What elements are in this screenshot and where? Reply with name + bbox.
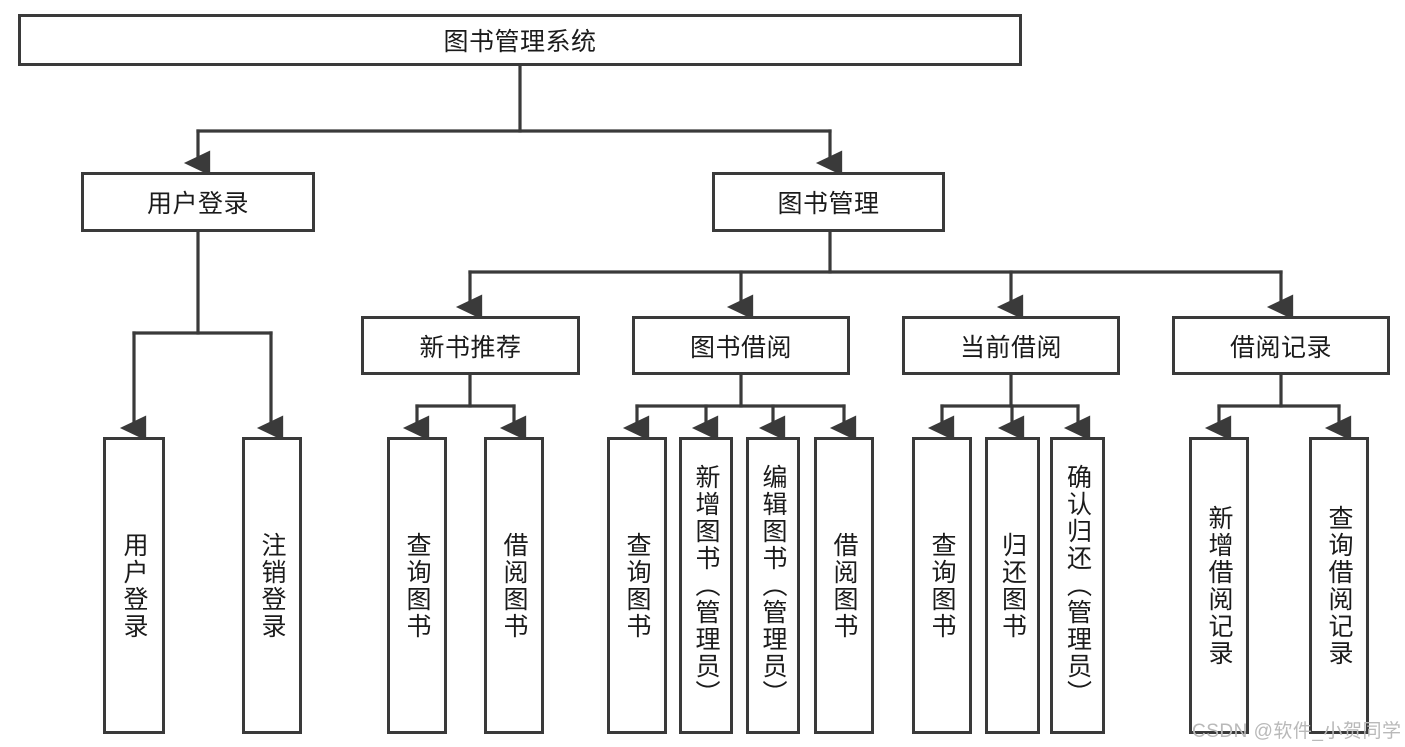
node-leaf-query-borrow-record-label: 查询借阅记录 [1325, 504, 1353, 667]
node-leaf-borrow-book-recommend-label: 借阅图书 [500, 531, 528, 640]
node-book-borrow[interactable]: 图书借阅 [632, 316, 850, 375]
node-borrow-record-label: 借阅记录 [1229, 333, 1332, 362]
node-new-book-recommend[interactable]: 新书推荐 [361, 316, 580, 375]
node-borrow-record[interactable]: 借阅记录 [1172, 316, 1390, 375]
node-leaf-query-book-current[interactable]: 查询图书 [912, 437, 972, 734]
node-leaf-user-login[interactable]: 用户登录 [103, 437, 165, 734]
node-book-manage[interactable]: 图书管理 [712, 172, 945, 232]
node-leaf-query-book-recommend[interactable]: 查询图书 [387, 437, 447, 734]
node-book-borrow-label: 图书借阅 [689, 333, 792, 362]
node-leaf-return-book-label: 归还图书 [998, 531, 1027, 640]
node-leaf-borrow-book-recommend[interactable]: 借阅图书 [484, 437, 544, 734]
node-leaf-add-book-label: 新增图书（管理员） [692, 464, 720, 707]
node-leaf-return-book[interactable]: 归还图书 [985, 437, 1040, 734]
node-leaf-add-borrow-record-label: 新增借阅记录 [1205, 504, 1233, 667]
node-new-book-recommend-label: 新书推荐 [419, 333, 522, 362]
node-leaf-query-book-borrow[interactable]: 查询图书 [607, 437, 667, 734]
csdn-watermark: CSDN @软件_小贺同学 [1192, 721, 1402, 742]
node-current-borrow[interactable]: 当前借阅 [902, 316, 1120, 375]
node-leaf-confirm-return[interactable]: 确认归还（管理员） [1050, 437, 1105, 734]
node-leaf-logout[interactable]: 注销登录 [242, 437, 302, 734]
node-leaf-borrow-book-label: 借阅图书 [830, 531, 858, 640]
node-leaf-query-book-current-label: 查询图书 [928, 531, 956, 640]
node-leaf-borrow-book[interactable]: 借阅图书 [814, 437, 874, 734]
node-leaf-edit-book-label: 编辑图书（管理员） [759, 464, 787, 707]
node-user-login-label: 用户登录 [146, 190, 249, 218]
node-leaf-add-book[interactable]: 新增图书（管理员） [679, 437, 733, 734]
node-book-manage-label: 图书管理 [777, 190, 880, 218]
node-current-borrow-label: 当前借阅 [959, 333, 1062, 362]
node-leaf-confirm-return-label: 确认归还（管理员） [1063, 464, 1092, 707]
node-root-label: 图书管理系统 [443, 28, 597, 56]
node-leaf-query-borrow-record[interactable]: 查询借阅记录 [1309, 437, 1369, 734]
node-leaf-query-book-recommend-label: 查询图书 [403, 531, 431, 640]
node-leaf-user-login-label: 用户登录 [120, 531, 148, 640]
node-user-login[interactable]: 用户登录 [81, 172, 315, 232]
node-leaf-edit-book[interactable]: 编辑图书（管理员） [746, 437, 800, 734]
node-leaf-query-book-borrow-label: 查询图书 [623, 531, 651, 640]
node-leaf-logout-label: 注销登录 [258, 531, 286, 640]
node-root[interactable]: 图书管理系统 [18, 14, 1022, 66]
node-leaf-add-borrow-record[interactable]: 新增借阅记录 [1189, 437, 1249, 734]
